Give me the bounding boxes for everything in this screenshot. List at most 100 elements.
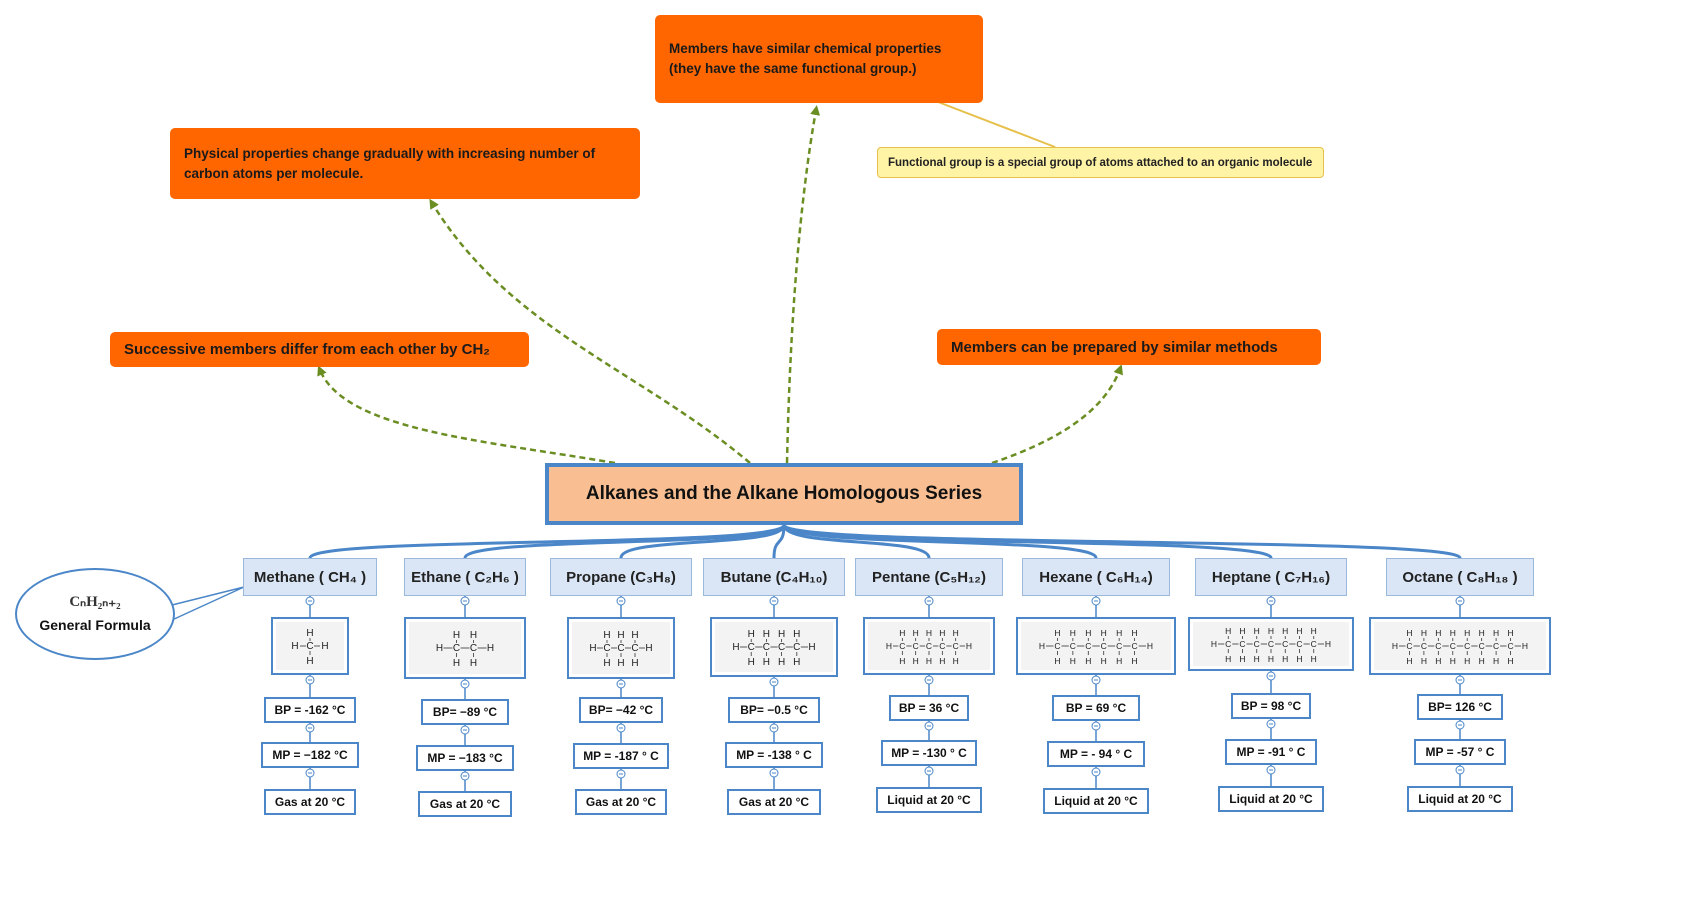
svg-text:H: H — [1239, 626, 1245, 636]
svg-text:H: H — [1522, 641, 1528, 651]
boiling-point-0: BP = -162 °C — [264, 697, 356, 723]
svg-text:H: H — [306, 656, 313, 667]
svg-text:H: H — [748, 629, 755, 640]
state-at-20c-4: Liquid at 20 °C — [876, 787, 982, 813]
svg-text:H: H — [1147, 641, 1153, 651]
alkane-name-3: Butane (C₄H₁₀) — [703, 558, 845, 596]
svg-text:H: H — [763, 657, 770, 668]
svg-text:H: H — [1392, 641, 1398, 651]
svg-text:C: C — [1311, 639, 1317, 649]
svg-text:H: H — [1435, 628, 1441, 638]
branch-connector — [463, 524, 786, 560]
svg-text:H: H — [1225, 626, 1231, 636]
root-topic: Alkanes and the Alkane Homologous Series — [545, 463, 1023, 525]
svg-text:H: H — [1450, 628, 1456, 638]
arrow-to-chemical — [785, 105, 821, 464]
svg-text:H: H — [291, 641, 298, 652]
svg-text:C: C — [1225, 639, 1231, 649]
svg-text:C: C — [778, 642, 785, 653]
svg-text:H: H — [1054, 628, 1060, 638]
svg-text:C: C — [1239, 639, 1245, 649]
melting-point-1: MP = −183 °C — [416, 745, 514, 771]
boiling-point-4: BP = 36 °C — [889, 695, 969, 721]
svg-text:C: C — [470, 643, 477, 654]
arrow-to-successive — [317, 365, 616, 465]
functional-group-callout: Functional group is a special group of a… — [877, 147, 1324, 178]
svg-text:H: H — [732, 642, 739, 653]
svg-text:C: C — [1132, 641, 1138, 651]
svg-text:H: H — [1421, 656, 1427, 666]
svg-text:C: C — [1085, 641, 1091, 651]
svg-text:H: H — [913, 628, 919, 638]
svg-text:H: H — [1421, 628, 1427, 638]
svg-text:H: H — [1464, 656, 1470, 666]
melting-point-0: MP = −182 °C — [261, 742, 359, 768]
svg-text:H: H — [1296, 626, 1302, 636]
svg-text:H: H — [321, 641, 328, 652]
boiling-point-3: BP= −0.5 °C — [728, 697, 820, 723]
svg-text:H: H — [1406, 628, 1412, 638]
svg-text:H: H — [1254, 654, 1260, 664]
state-at-20c-5: Liquid at 20 °C — [1043, 788, 1149, 814]
svg-text:H: H — [1116, 628, 1122, 638]
svg-text:C: C — [763, 642, 770, 653]
svg-text:H: H — [453, 658, 460, 669]
svg-text:H: H — [1406, 656, 1412, 666]
svg-text:C: C — [306, 641, 313, 652]
melting-point-6: MP = -91 ° C — [1225, 739, 1317, 765]
svg-text:H: H — [589, 643, 596, 654]
svg-text:H: H — [1493, 656, 1499, 666]
branch-connector — [782, 524, 931, 559]
svg-text:C: C — [1070, 641, 1076, 651]
root-title: Alkanes and the Alkane Homologous Series — [585, 483, 983, 504]
svg-text:H: H — [793, 629, 800, 640]
boiling-point-2: BP= −42 °C — [579, 697, 663, 723]
tree-connectors — [305, 523, 1465, 791]
boiling-point-7: BP= 126 °C — [1417, 694, 1503, 720]
melting-point-2: MP = -187 ° C — [573, 743, 669, 769]
svg-text:H: H — [617, 658, 624, 669]
svg-text:H: H — [1268, 654, 1274, 664]
svg-text:C: C — [913, 641, 919, 651]
state-at-20c-7: Liquid at 20 °C — [1407, 786, 1513, 812]
alkane-name-7: Octane ( C₈H₁₈ ) — [1386, 558, 1534, 596]
svg-text:C: C — [1406, 641, 1412, 651]
state-at-20c-6: Liquid at 20 °C — [1218, 786, 1324, 812]
svg-text:H: H — [1101, 656, 1107, 666]
svg-text:H: H — [899, 628, 905, 638]
svg-text:H: H — [1325, 639, 1331, 649]
svg-text:C: C — [1101, 641, 1107, 651]
svg-text:C: C — [1116, 641, 1122, 651]
svg-text:H: H — [453, 630, 460, 641]
svg-text:H: H — [631, 630, 638, 641]
svg-text:C: C — [1450, 641, 1456, 651]
svg-text:C: C — [631, 643, 638, 654]
svg-text:C: C — [1479, 641, 1485, 651]
svg-text:C: C — [748, 642, 755, 653]
svg-text:H: H — [953, 656, 959, 666]
general-formula-bubble: CₙH₂ₙ₊₂ General Formula — [15, 568, 175, 660]
boiling-point-1: BP= −89 °C — [421, 699, 509, 725]
boiling-point-5: BP = 69 °C — [1052, 695, 1140, 721]
svg-text:H: H — [939, 656, 945, 666]
svg-text:H: H — [487, 643, 494, 654]
svg-text:H: H — [1450, 656, 1456, 666]
svg-text:C: C — [1507, 641, 1513, 651]
svg-text:H: H — [939, 628, 945, 638]
svg-text:H: H — [926, 656, 932, 666]
alkane-name-4: Pentane (C₅H₁₂) — [855, 558, 1003, 596]
